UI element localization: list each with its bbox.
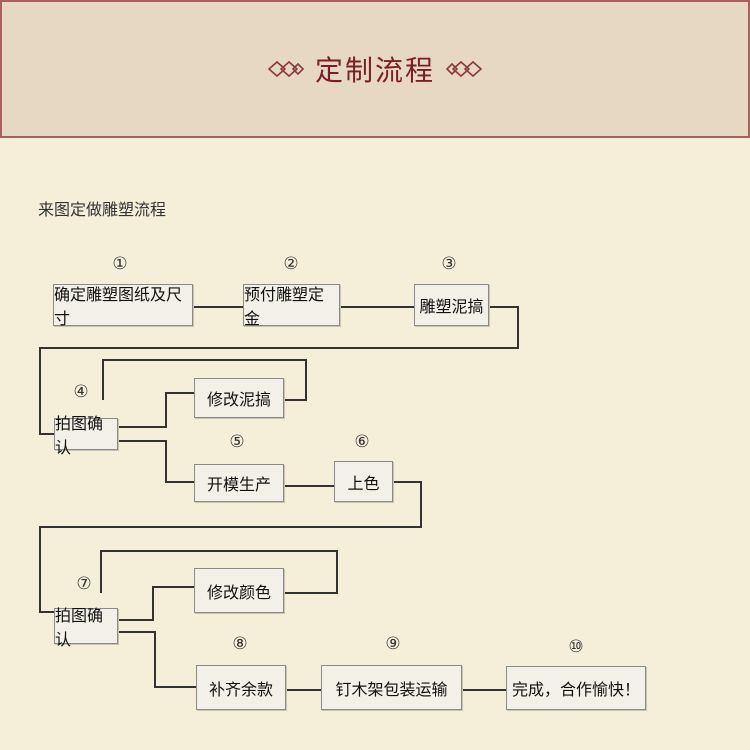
step-number-6: ⑥ — [354, 432, 370, 452]
step-number-8: ⑧ — [232, 634, 248, 654]
step-box-revise-color: 修改颜色 — [194, 568, 284, 613]
step-number-1: ① — [112, 254, 128, 274]
step-box-photo-confirm-2: 拍图确认 — [54, 606, 118, 649]
step-box-packaging-shipping: 钉木架包装运输 — [321, 665, 462, 710]
right-ornament-icon — [445, 60, 483, 78]
connector-4-5 — [118, 440, 194, 483]
step-number-7: ⑦ — [76, 574, 92, 594]
step-box-deposit: 预付雕塑定金 — [243, 284, 340, 328]
step-number-2: ② — [283, 254, 299, 274]
step-number-3: ③ — [441, 254, 457, 274]
page-title: 定制流程 — [314, 54, 435, 87]
left-ornament-icon — [267, 60, 305, 78]
connector-3-4 — [39, 306, 519, 435]
step-number-9: ⑨ — [385, 634, 401, 654]
connector-7-8 — [118, 631, 196, 688]
connector-6-7 — [39, 481, 422, 613]
connector-revise-loop-4 — [102, 359, 307, 401]
step-box-photo-confirm-1: 拍图确认 — [54, 414, 118, 457]
step-box-balance-payment: 补齐余款 — [196, 665, 286, 710]
step-box-mold-production: 开模生产 — [194, 464, 284, 502]
header-banner: 定制流程 — [0, 0, 750, 138]
intro-text: 来图定做雕塑流程 — [38, 200, 167, 219]
step-number-10: ⑩ — [568, 637, 584, 657]
connector-revise-loop-7 — [100, 550, 338, 594]
connector-4-revise — [118, 392, 194, 428]
step-box-coloring: 上色 — [334, 461, 393, 502]
step-box-complete: 完成，合作愉快！ — [506, 666, 646, 710]
connector-7-revise — [118, 586, 194, 621]
step-box-revise-clay: 修改泥搞 — [194, 378, 284, 418]
step-number-5: ⑤ — [229, 432, 245, 452]
step-box-clay-model: 雕塑泥搞 — [414, 284, 489, 326]
step-number-4: ④ — [73, 382, 89, 402]
step-box-confirm-drawing: 确定雕塑图纸及尺寸 — [53, 284, 193, 328]
